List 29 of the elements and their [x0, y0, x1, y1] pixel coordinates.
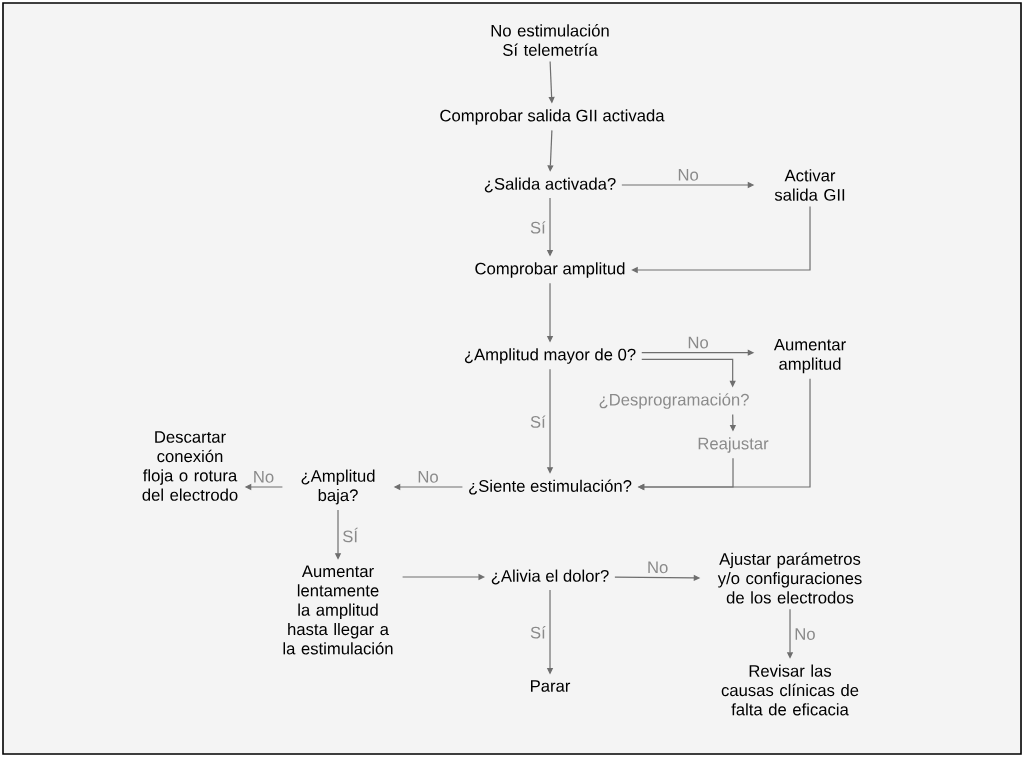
step-text: ¿Siente estimulación?	[469, 479, 632, 495]
edge-label: No	[418, 471, 438, 483]
edge-label: Sí	[530, 626, 546, 639]
edge-label: Sí	[530, 221, 546, 234]
step-text: ¿Amplitud mayor de 0?	[464, 348, 636, 364]
note-text: ¿Desprogramación?	[599, 393, 749, 409]
edge-label: No	[254, 471, 274, 483]
step-text: Revisar las causas clínicas de falta de eficacia	[721, 664, 859, 716]
step-text: Aumentar amplitud	[773, 338, 846, 374]
arrow	[547, 129, 554, 172]
edge-label: No	[795, 628, 815, 640]
edge-label: Sí	[530, 415, 546, 428]
edge-label: No	[688, 336, 709, 349]
step-text: ¿Alivia el dolor?	[491, 569, 609, 585]
step-text: Comprobar salida GII activada	[440, 109, 665, 125]
edge-label: No	[678, 169, 699, 181]
step-text: No estimulación Sí telemetría	[491, 24, 609, 56]
step-text: ¿Salida activada?	[484, 177, 616, 193]
edge-label: No	[648, 561, 668, 574]
edge-label: SÍ	[343, 527, 358, 543]
step-text: ¿Amplitud baja?	[301, 469, 375, 505]
note-text: Reajustar	[698, 437, 769, 453]
step-text: Aumentar lentamente la amplitud hasta llegar a la estimulación	[283, 565, 393, 655]
step-text: Descartar conexión floja o rotura del electrodo	[142, 431, 238, 501]
arrow	[631, 205, 811, 274]
step-text: Ajustar parámetros y/o configuraciones de los electrodos	[717, 552, 862, 604]
step-text: Comprobar amplitud	[475, 262, 625, 278]
step-text: Parar	[531, 680, 571, 692]
step-text: Activar salida GII	[774, 169, 845, 201]
